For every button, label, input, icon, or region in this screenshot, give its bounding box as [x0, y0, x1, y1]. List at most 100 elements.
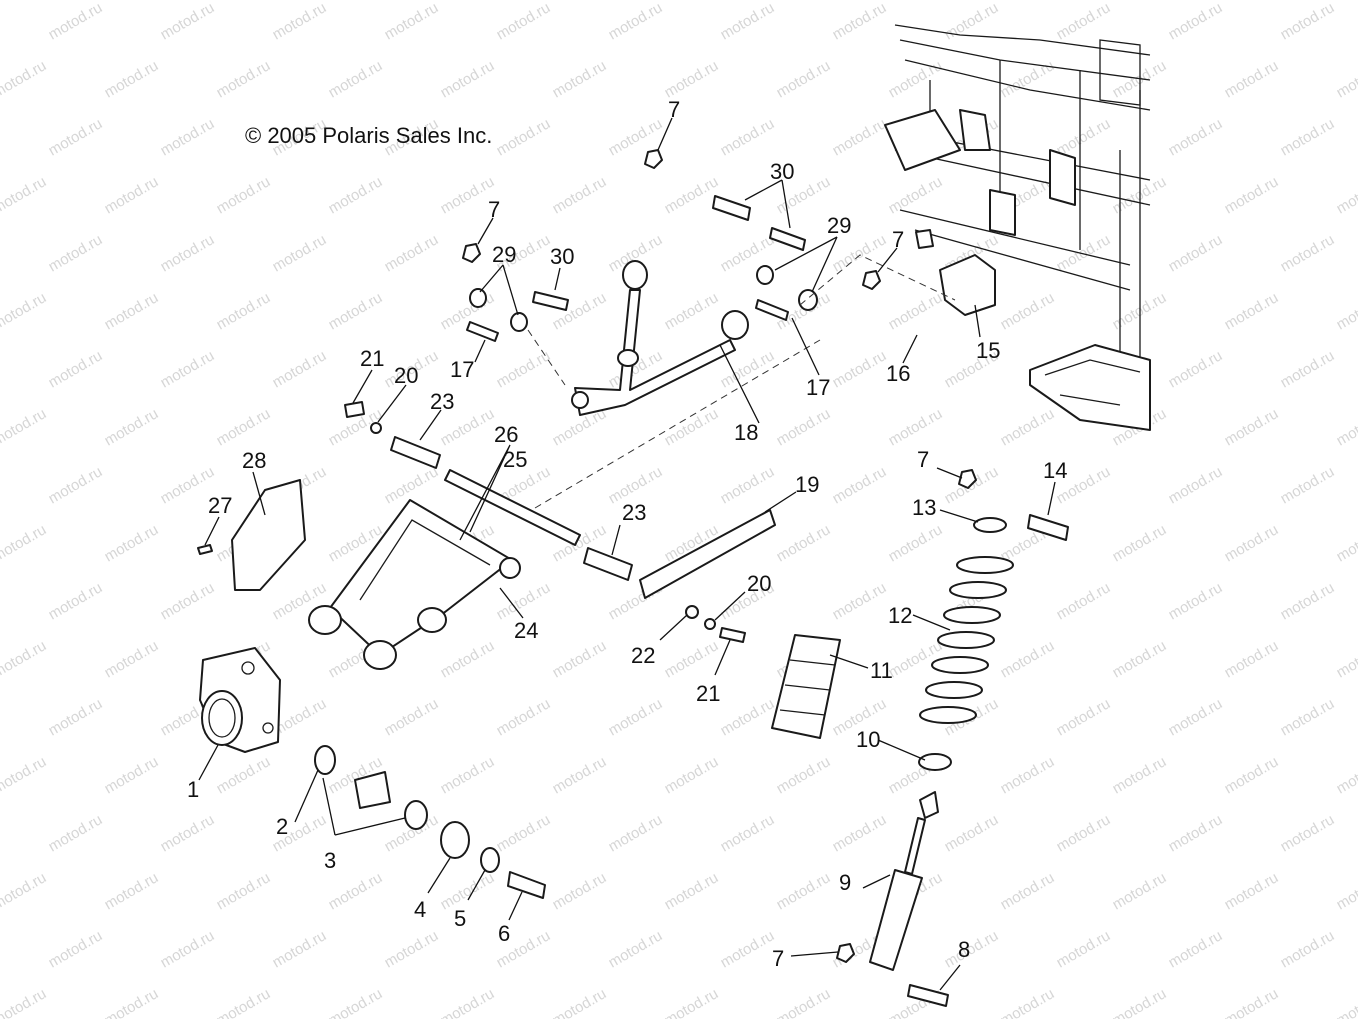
watermark-text: motod.ru [46, 231, 106, 275]
watermark-text: motod.ru [1278, 695, 1338, 739]
nut-left [462, 243, 481, 263]
watermark-text: motod.ru [0, 869, 49, 913]
watermark-text: motod.ru [998, 753, 1058, 797]
bushing [314, 745, 428, 830]
watermark-text: motod.ru [998, 869, 1058, 913]
callout-2: 2 [276, 814, 288, 839]
pivot-bushing-right-a [756, 265, 774, 285]
watermark-text: motod.ru [270, 347, 330, 391]
link-bolt-upper [344, 401, 365, 418]
watermark-text: motod.ru [0, 405, 49, 449]
link-washer-upper [370, 422, 382, 434]
watermark-text: motod.ru [1222, 753, 1282, 797]
watermark-text: motod.ru [662, 985, 722, 1019]
watermark-text: motod.ru [1166, 811, 1226, 855]
watermark-text: motod.ru [1166, 695, 1226, 739]
watermark-text: motod.ru [0, 637, 49, 681]
watermark-text: motod.ru [662, 57, 722, 101]
watermark-text: motod.ru [1334, 521, 1358, 565]
watermark-text: motod.ru [830, 463, 890, 507]
watermark-text: motod.ru [550, 985, 610, 1019]
watermark-text: motod.ru [1054, 695, 1114, 739]
watermark-text: motod.ru [1222, 521, 1282, 565]
watermark-text: motod.ru [1222, 985, 1282, 1019]
lower-a-arm [308, 499, 521, 670]
nut-shock-bottom [836, 943, 855, 963]
watermark-text: motod.ru [46, 115, 106, 159]
callout-6: 6 [498, 921, 510, 946]
callout-25: 25 [503, 447, 527, 472]
watermark-text: motod.ru [662, 753, 722, 797]
watermark-text: motod.ru [1110, 637, 1170, 681]
watermark-text: motod.ru [158, 0, 218, 43]
pivot-sleeve-upper [390, 436, 441, 469]
watermark-text: motod.ru [1166, 115, 1226, 159]
watermark-text: motod.ru [158, 579, 218, 623]
watermark-text: motod.ru [1222, 637, 1282, 681]
callout-27: 27 [208, 493, 232, 518]
callout-1: 1 [187, 777, 199, 802]
callout-23a: 23 [430, 389, 454, 414]
watermark-text: motod.ru [606, 695, 666, 739]
callout-20b: 20 [747, 571, 771, 596]
watermark-text: motod.ru [774, 57, 834, 101]
watermark-text: motod.ru [942, 811, 1002, 855]
watermark-text: motod.ru [326, 289, 386, 333]
watermark-text: motod.ru [0, 57, 49, 101]
watermark-text: motod.ru [494, 695, 554, 739]
watermark-text: motod.ru [886, 289, 946, 333]
watermark-text: motod.ru [1166, 231, 1226, 275]
watermark-text: motod.ru [662, 289, 722, 333]
watermark-text: motod.ru [942, 927, 1002, 971]
watermark-text: motod.ru [774, 753, 834, 797]
callout-19: 19 [795, 472, 819, 497]
watermark-text: motod.ru [46, 811, 106, 855]
watermark-text: motod.ru [774, 985, 834, 1019]
callout-10: 10 [856, 727, 880, 752]
watermark-text: motod.ru [886, 173, 946, 217]
watermark-text: motod.ru [46, 695, 106, 739]
watermark-text: motod.ru [606, 0, 666, 43]
nut-right [862, 270, 881, 290]
watermark-text: motod.ru [214, 173, 274, 217]
pivot-bushing-left-b [510, 312, 528, 332]
watermark-text: motod.ru [1054, 115, 1114, 159]
callout-20a: 20 [394, 363, 418, 388]
watermark-text: motod.ru [102, 173, 162, 217]
callout-24: 24 [514, 618, 538, 643]
callout-21a: 21 [360, 346, 384, 371]
watermark-text: motod.ru [830, 0, 890, 43]
watermark-text: motod.ru [102, 753, 162, 797]
callout-23b: 23 [622, 500, 646, 525]
washer-large [440, 821, 470, 859]
callout-14: 14 [1043, 458, 1067, 483]
watermark-text: motod.ru [830, 347, 890, 391]
watermark-text: motod.ru [1334, 637, 1358, 681]
watermark-text: motod.ru [438, 985, 498, 1019]
watermark-text: motod.ru [1110, 521, 1170, 565]
alignment-line-2 [799, 254, 956, 306]
watermark-text: motod.ru [0, 289, 49, 333]
watermark-text: motod.ru [774, 405, 834, 449]
callout-8: 8 [958, 937, 970, 962]
nut-shock-top [958, 469, 977, 489]
watermark-text: motod.ru [1054, 579, 1114, 623]
watermark-text: motod.ru [46, 579, 106, 623]
callout-22: 22 [631, 643, 655, 668]
leader-lines [198, 117, 1056, 991]
watermark-text: motod.ru [0, 521, 49, 565]
watermark-text: motod.ru [718, 927, 778, 971]
watermark-text: motod.ru [998, 289, 1058, 333]
watermark-text: motod.ru [438, 57, 498, 101]
watermark-text: motod.ru [1110, 753, 1170, 797]
watermark-text: motod.ru [158, 347, 218, 391]
watermark-text: motod.ru [102, 985, 162, 1019]
watermark-text: motod.ru [0, 173, 49, 217]
shock-bolt-upper [1027, 514, 1069, 541]
watermark-text: motod.ru [1334, 985, 1358, 1019]
watermark-text: motod.ru [326, 869, 386, 913]
watermark-text: motod.ru [1222, 869, 1282, 913]
watermark-text: motod.ru [46, 463, 106, 507]
callout-15: 15 [976, 338, 1000, 363]
